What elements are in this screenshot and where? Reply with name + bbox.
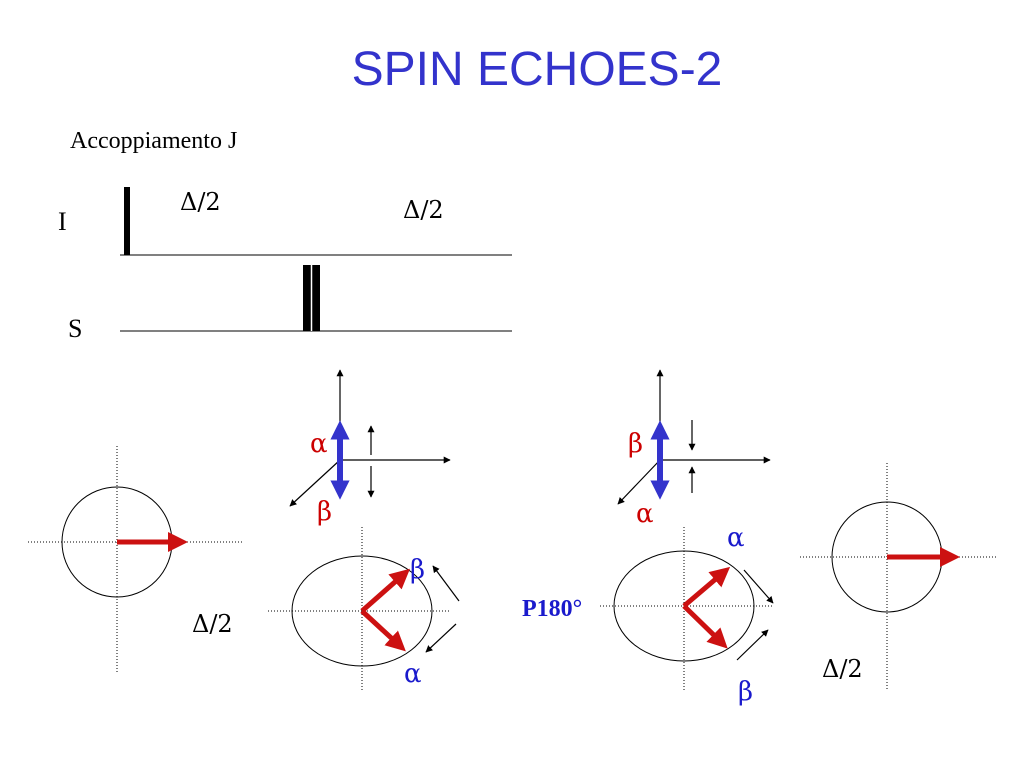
- delay-label-first: Δ/2: [180, 188, 221, 216]
- delay-label-left: Δ/2: [192, 610, 233, 638]
- slide-title: SPIN ECHOES-2: [351, 43, 723, 96]
- channel-label-i: I: [58, 207, 67, 236]
- i-90-pulse: [124, 187, 130, 255]
- vectors-after-pulse: α β: [600, 523, 774, 707]
- alpha-label-up-1: α: [310, 429, 328, 459]
- alpha-label-vector-2: α: [727, 523, 745, 553]
- pulse-sequence: I S Δ/2 Δ/2: [58, 187, 512, 343]
- pulse-label: P180°: [522, 596, 582, 622]
- beta-vector-1: [360, 568, 411, 613]
- delay-label-right: Δ/2: [822, 655, 863, 683]
- alpha-label-down-2: α: [636, 499, 654, 529]
- delay-label-second: Δ/2: [403, 196, 444, 224]
- alpha-vector-1: [360, 609, 406, 652]
- beta-label-down-1: β: [317, 497, 332, 527]
- refocused-vector-diagram: [800, 463, 998, 690]
- beta-label-vector-2: β: [738, 677, 753, 707]
- beta-label-up-2: β: [628, 429, 643, 459]
- axes-after-pulse: β α: [617, 369, 771, 529]
- alpha-label-vector-1: α: [404, 659, 422, 689]
- channel-label-s: S: [68, 314, 82, 343]
- subtitle: Accoppiamento J: [70, 128, 237, 154]
- initial-vector-diagram: [28, 446, 242, 672]
- vectors-after-delay-1: β α: [268, 527, 460, 690]
- beta-vector-2: [682, 604, 728, 649]
- axes-before-pulse: α β: [289, 369, 451, 527]
- alpha-vector-2: [682, 566, 731, 608]
- beta-label-vector-1: β: [410, 555, 425, 585]
